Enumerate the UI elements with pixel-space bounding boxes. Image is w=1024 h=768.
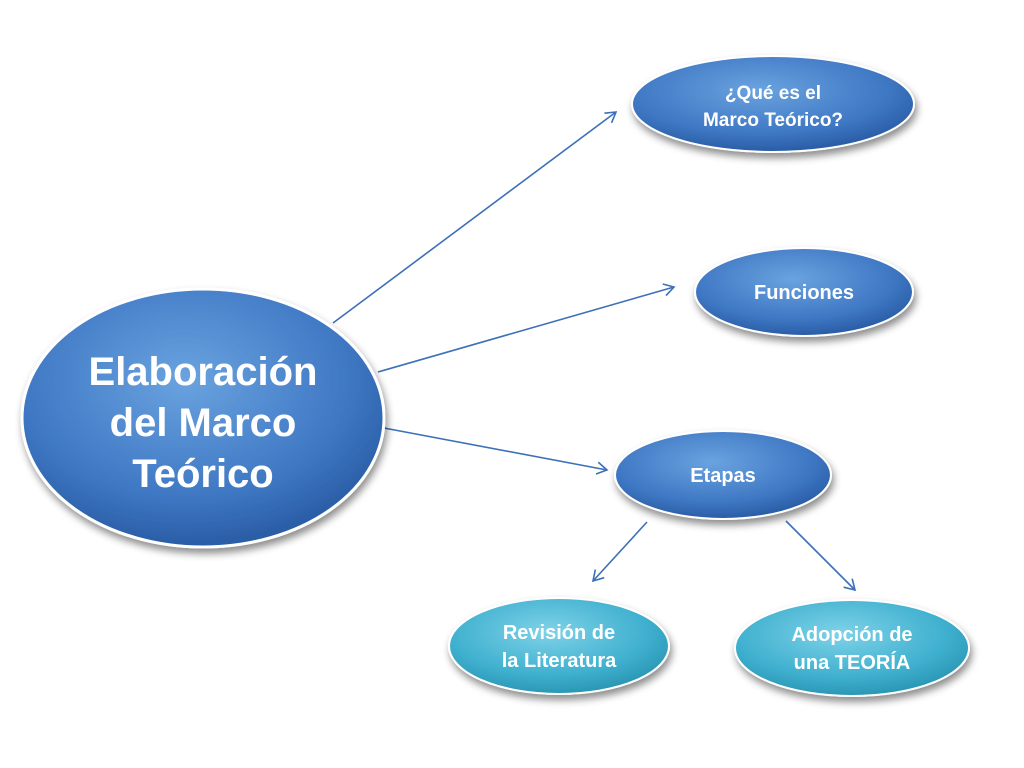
node-revision-line2: la Literatura [502,650,617,672]
node-adopcion-line1: Adopción de [791,624,912,646]
node-revision-line1: Revisión de [503,622,615,644]
node-adopcion[interactable]: Adopción de una TEORÍA [734,599,970,697]
node-funciones-label: Funciones [754,282,854,304]
edge-main-to-etapas [383,427,609,475]
edges [332,111,857,592]
edge-etapas-to-revision [591,521,648,583]
node-main-line3: Teórico [132,452,274,496]
node-que-es[interactable]: ¿Qué es el Marco Teórico? [631,55,915,153]
node-adopcion-line2: una TEORÍA [794,651,911,674]
node-que-es-line1: ¿Qué es el [725,83,821,104]
node-main-line1: Elaboración [89,350,318,394]
node-etapas-label: Etapas [690,465,756,487]
node-que-es-line2: Marco Teórico? [703,110,843,131]
edge-main-to-que-es [332,111,618,324]
edge-etapas-to-adopcion [785,520,857,592]
node-revision[interactable]: Revisión de la Literatura [448,597,670,695]
node-main-line2: del Marco [110,401,297,445]
node-main[interactable]: Elaboración del Marco Teórico [20,287,386,549]
node-funciones[interactable]: Funciones [694,247,914,337]
edge-main-to-funciones [377,283,676,373]
node-etapas[interactable]: Etapas [614,430,832,520]
